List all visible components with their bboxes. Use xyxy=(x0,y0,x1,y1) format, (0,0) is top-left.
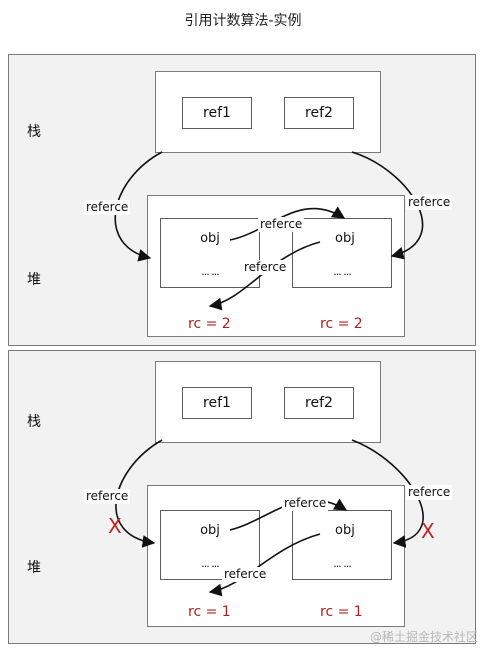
arrow-obj-to-obj-back xyxy=(208,241,321,311)
obj-right-box: obj ... ... xyxy=(292,510,392,580)
heap-label: 堆 xyxy=(27,560,41,576)
rc-right: rc = 1 xyxy=(320,604,363,620)
ref1-box: ref1 xyxy=(182,387,252,419)
rc-left: rc = 1 xyxy=(188,604,231,620)
reference-label: referce xyxy=(84,489,131,504)
reference-label: referce xyxy=(222,567,269,582)
cut-mark-left: X xyxy=(108,514,122,538)
reference-label: referce xyxy=(242,260,289,275)
arrow-obj-to-obj xyxy=(229,206,346,241)
reference-label: referce xyxy=(258,217,305,232)
ref2-box: ref2 xyxy=(284,97,354,129)
heap-label: 堆 xyxy=(27,272,41,288)
ref2-box: ref2 xyxy=(284,387,354,419)
stack-label: 栈 xyxy=(27,414,41,430)
obj-left-dots: ... ... xyxy=(201,557,219,570)
obj-left-box: obj ... ... xyxy=(160,218,260,288)
reference-label: referce xyxy=(282,496,329,511)
rc-right: rc = 2 xyxy=(320,316,363,332)
watermark: @稀土掘金技术社区 xyxy=(369,630,478,644)
obj-left-name: obj xyxy=(200,231,220,246)
stack-zone: ref1 ref2 xyxy=(155,361,381,443)
reference-label: referce xyxy=(84,200,131,215)
page-title: 引用计数算法-实例 xyxy=(184,13,302,29)
cut-mark-right: X xyxy=(421,519,435,543)
stack-zone: ref1 ref2 xyxy=(155,71,381,153)
stack-label: 栈 xyxy=(27,124,41,140)
obj-right-name: obj xyxy=(335,523,355,538)
obj-left-dots: ... ... xyxy=(201,265,219,278)
heap-zone: obj ... ... obj ... ... rc = 1 rc = 1 xyxy=(147,485,405,627)
rc-left: rc = 2 xyxy=(188,316,231,332)
obj-right-dots: ... ... xyxy=(333,265,351,278)
ref1-box: ref1 xyxy=(182,97,252,129)
reference-label: referce xyxy=(406,195,453,210)
reference-label: referce xyxy=(406,485,453,500)
arrow-obj-to-obj-back xyxy=(208,533,321,597)
obj-right-name: obj xyxy=(335,231,355,246)
obj-right-dots: ... ... xyxy=(333,557,351,570)
obj-left-name: obj xyxy=(200,523,220,538)
